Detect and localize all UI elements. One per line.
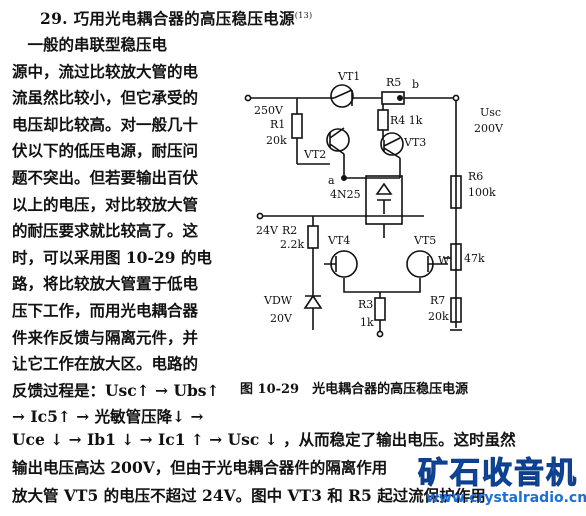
- watermark-logo-text: 矿石收音机: [418, 456, 578, 492]
- body-line: 反馈过程是：Usc↑ → Ubs↑: [12, 380, 220, 400]
- body-line: 让它工作在放大区。电路的: [12, 354, 199, 374]
- label-a: a: [328, 174, 335, 187]
- label-r3v: 1k: [360, 316, 374, 329]
- label-wv: 47k: [464, 252, 485, 265]
- label-uout: 200V: [474, 122, 504, 135]
- label-r6v: 100k: [468, 186, 496, 199]
- label-vt2: VT2: [303, 148, 326, 161]
- label-vdwv: 20V: [270, 312, 293, 325]
- label-r1: R1: [270, 118, 285, 131]
- body-line: 伏以下的低压电源，耐压问: [12, 141, 199, 161]
- label-r7v: 20k: [428, 310, 449, 323]
- label-r2v: 2.2k: [280, 238, 304, 251]
- body-line: 以上的电压，对比较放大管: [12, 194, 199, 214]
- label-vdw: VDW: [263, 294, 293, 307]
- label-w: W: [438, 254, 450, 267]
- watermark-url: www.crystalradio.cn: [426, 490, 586, 506]
- label-vt3: VT3: [403, 136, 426, 149]
- label-v24: 24V: [256, 224, 279, 237]
- body-line: 题不突出。但若要输出百伏: [12, 167, 199, 187]
- body-line: 件来作反馈与隔离元件，并: [12, 327, 199, 347]
- figure-caption: 图 10-29 光电耦合器的高压稳压电源: [240, 382, 469, 397]
- label-r2: R2: [282, 224, 297, 237]
- label-r6: R6: [468, 170, 483, 183]
- circuit-diagram: 250V VT1 R5 b Usc 200V R1 20k R4 1k VT2 …: [244, 70, 504, 338]
- label-vt4: VT4: [327, 234, 350, 247]
- label-usc: Usc: [480, 106, 501, 119]
- body-line: 电压却比较高。对一般几十: [12, 114, 199, 134]
- body-line: 的耐压要求就比较高了。这: [12, 221, 199, 241]
- body-line: 源中，流过比较放大管的电: [12, 61, 199, 81]
- full-line: Uce ↓ → Ib1 ↓ → Ic1 ↑ → Usc ↓ ，从而稳定了输出电压…: [12, 430, 516, 449]
- full-line: 放大管 VT5 的电压不超过 24V。图中 VT3 和 R5 起过流保护作用: [12, 486, 486, 505]
- label-vt5: VT5: [413, 234, 436, 247]
- body-line: 时，可以采用图 10-29 的电: [12, 247, 212, 267]
- watermark: 矿石收音机 www.crystalradio.cn: [418, 448, 586, 516]
- body-line: 流虽然比较小，但它承受的: [12, 88, 199, 108]
- label-vin: 250V: [254, 104, 284, 117]
- full-line: 输出电压高达 200V，但由于光电耦合器件的隔离作用: [12, 458, 388, 477]
- label-r7: R7: [430, 294, 445, 307]
- body-line: 压下工作，而用光电耦合器: [12, 300, 199, 320]
- section-title: 29. 巧用光电耦合器的高压稳压电源(13): [40, 9, 313, 28]
- body-line: 路，将比较放大管置于低电: [12, 274, 199, 294]
- label-r5: R5: [386, 76, 401, 89]
- label-opto: 4N25: [330, 188, 361, 201]
- label-b: b: [412, 78, 419, 91]
- label-r4: R4 1k: [390, 114, 423, 127]
- body-column: 一般的串联型稳压电 源中，流过比较放大管的电 流虽然比较小，但它承受的 电压却比…: [12, 32, 230, 431]
- label-r3: R3: [358, 298, 373, 311]
- label-r1v: 20k: [266, 134, 287, 147]
- label-vt1: VT1: [337, 70, 360, 83]
- body-line: → Ic5↑ → 光敏管压降↓ →: [12, 407, 204, 427]
- body-line: 一般的串联型稳压电: [12, 35, 168, 54]
